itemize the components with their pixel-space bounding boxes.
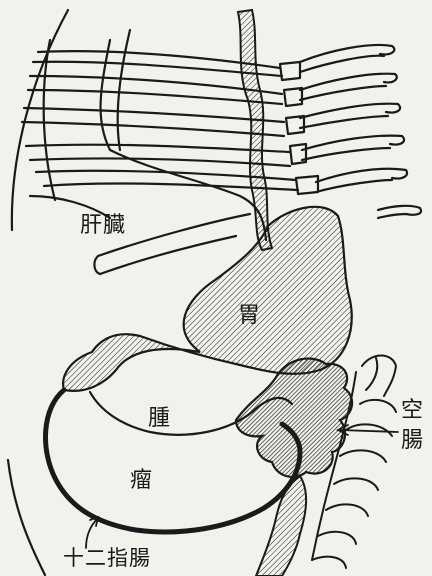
rib: [94, 256, 100, 274]
left-margin-line: [44, 40, 55, 200]
rib: [24, 108, 284, 122]
rib: [28, 90, 282, 104]
rib: [100, 236, 236, 274]
body-outline-lower: [8, 460, 45, 575]
jejunum-pointer: [340, 430, 398, 432]
stomach-label: 胃: [238, 305, 261, 327]
jejunum-label-line2: 腸: [401, 430, 424, 452]
rib: [22, 122, 284, 136]
liver-inner-line: [118, 30, 130, 150]
liver-label: 肝臓: [80, 215, 126, 237]
tumor-label-line2: 瘤: [130, 470, 153, 492]
jejunum: [236, 359, 352, 477]
jejunum-label-line1: 空: [401, 400, 424, 422]
esophagus: [238, 10, 272, 250]
tumor-label-line1: 腫: [148, 408, 171, 430]
duodenum-label: 十二指腸: [63, 548, 151, 569]
